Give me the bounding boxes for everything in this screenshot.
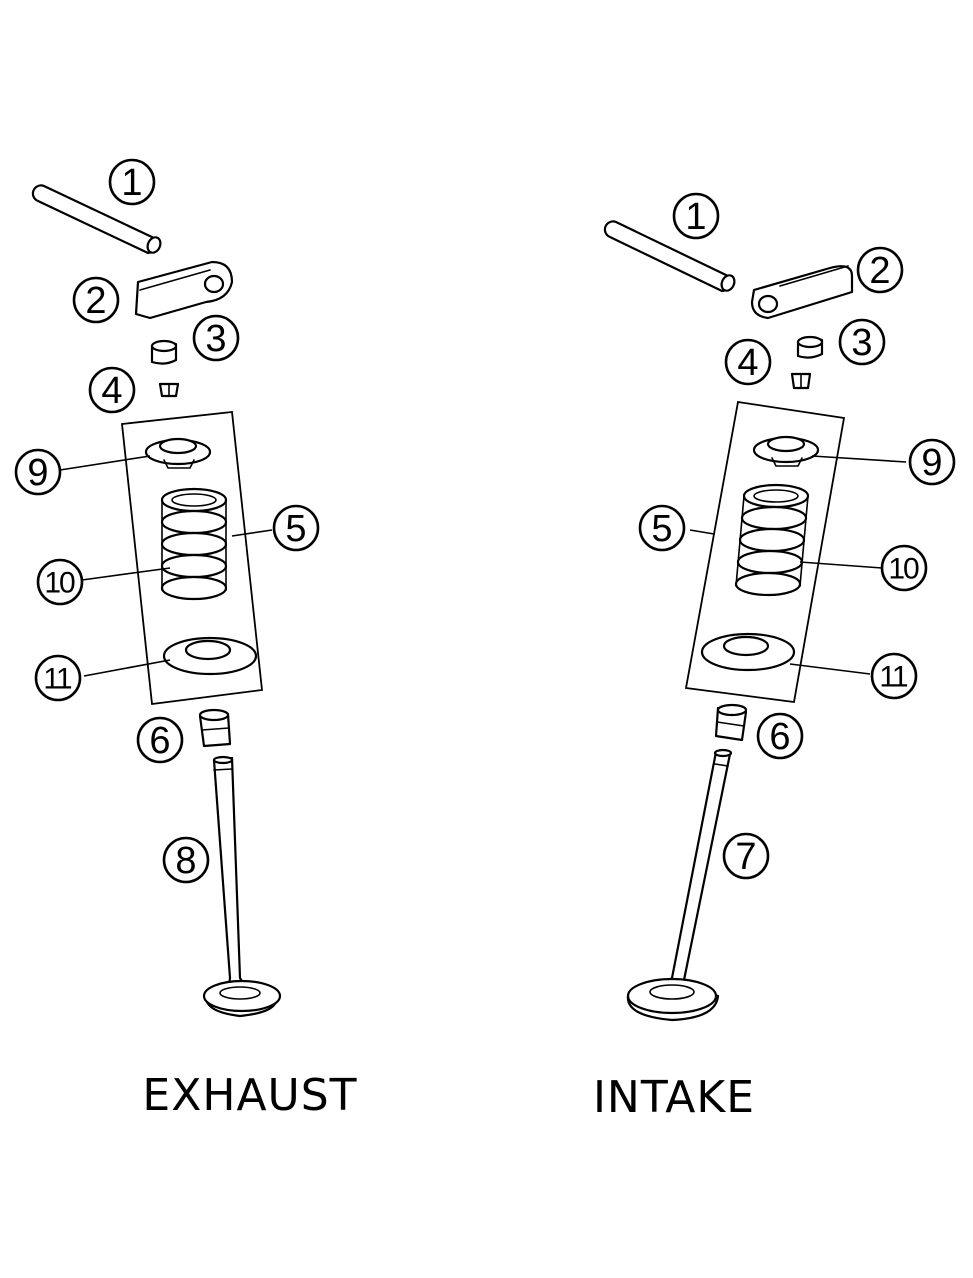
svg-text:11: 11 [43,663,71,696]
svg-text:2: 2 [869,250,890,292]
svg-text:3: 3 [851,322,872,364]
svg-text:10: 10 [888,553,919,586]
svg-text:6: 6 [149,720,170,762]
svg-text:5: 5 [651,508,672,550]
callout-exhaust-11: 11 [34,654,82,702]
callout-exhaust-1: 1 [108,158,156,206]
callout-intake-9: 9 [908,438,956,486]
exhaust-assembly [31,184,282,1018]
exhaust-rocker-shaft [31,184,162,255]
exhaust-valve [202,755,282,1018]
svg-text:11: 11 [879,661,907,694]
intake-assembly [603,220,907,1022]
intake-valve [626,748,733,1022]
intake-stem-seal [714,703,748,742]
callout-intake-10: 10 [880,544,928,592]
exhaust-valve-cap [150,339,178,365]
intake-rocker-shaft [603,220,736,293]
callout-intake-1: 1 [672,192,720,240]
exhaust-valve-keeper [158,382,180,398]
callout-intake-6: 6 [756,712,804,760]
intake-valve-spring-set-box [684,400,846,704]
callout-exhaust-9: 9 [14,448,62,496]
exhaust-stem-seal [198,708,232,748]
intake-spring-seat [700,632,796,672]
exhaust-valve-spring [160,487,228,601]
callout-exhaust-6: 6 [136,716,184,764]
intake-valve-keeper [790,372,812,390]
svg-text:10: 10 [44,567,75,600]
exhaust-rocker-arm [134,260,234,320]
svg-text:2: 2 [85,280,106,322]
callout-exhaust-10: 10 [36,558,84,606]
intake-spring-retainer [752,435,820,467]
callout-intake-3: 3 [838,318,886,366]
svg-text:4: 4 [737,342,758,384]
callout-exhaust-3: 3 [192,314,240,362]
svg-text:9: 9 [921,442,942,484]
svg-text:8: 8 [175,840,196,882]
intake-rocker-arm [750,265,854,320]
callout-exhaust-4: 4 [88,366,136,414]
svg-text:5: 5 [285,508,306,550]
callout-intake-5: 5 [638,504,686,552]
svg-text:6: 6 [769,716,790,758]
callout-intake-2: 2 [856,246,904,294]
intake-valve-cap [796,335,824,359]
exhaust-valve-spring-set-box [121,411,263,706]
callout-exhaust-8: 8 [162,836,210,884]
exhaust-spring-retainer [144,437,212,469]
svg-text:3: 3 [205,318,226,360]
exhaust-spring-seat [162,636,258,676]
svg-text:1: 1 [121,162,142,204]
callout-exhaust-2: 2 [72,276,120,324]
svg-text:9: 9 [27,452,48,494]
exhaust-label: EXHAUST [142,1070,357,1121]
callout-intake-4: 4 [724,338,772,386]
intake-valve-spring [734,483,810,597]
svg-text:4: 4 [101,370,122,412]
intake-label: INTAKE [593,1072,755,1123]
callout-intake-7: 7 [722,832,770,880]
callout-exhaust-5: 5 [272,504,320,552]
svg-text:1: 1 [685,196,706,238]
callout-intake-11: 11 [870,652,918,700]
svg-text:7: 7 [735,836,756,878]
